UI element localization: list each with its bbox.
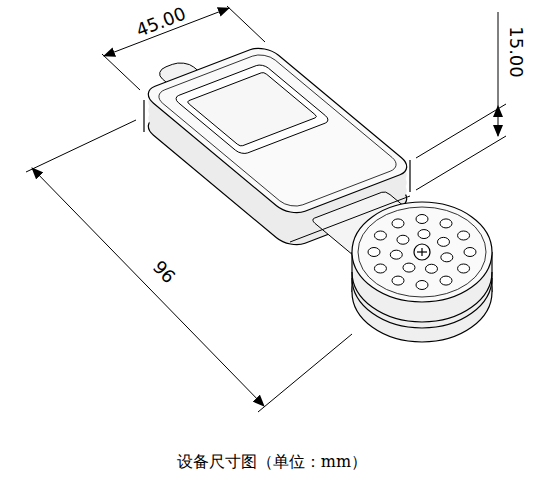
vent-hole [440, 219, 452, 228]
vent-hole [374, 231, 386, 240]
vent-hole [390, 250, 402, 259]
vent-hole [397, 235, 409, 244]
vent-hole [425, 264, 437, 273]
vent-hole [458, 264, 470, 273]
vent-hole [464, 248, 476, 257]
vent-hole [416, 281, 428, 290]
vent-hole [416, 215, 428, 224]
screw-slot [421, 248, 422, 256]
vent-hole [392, 219, 404, 228]
figure-caption: 设备尺寸图（单位：mm） [0, 452, 544, 473]
vent-hole [437, 237, 449, 246]
vent-hole [458, 231, 470, 240]
dimension-value: 96 [148, 255, 181, 288]
vent-hole [392, 276, 404, 285]
dimension-value: 45.00 [132, 3, 191, 41]
center-screw [414, 244, 430, 260]
vent-hole [374, 264, 386, 273]
dimension-lines [26, 6, 506, 412]
vent-hole [403, 263, 415, 272]
sensor-disc [352, 202, 492, 342]
vent-hole [418, 230, 430, 239]
vent-hole [368, 248, 380, 257]
dimension-value: 15.00 [506, 24, 526, 80]
vent-hole [440, 276, 452, 285]
vent-hole [441, 253, 453, 262]
